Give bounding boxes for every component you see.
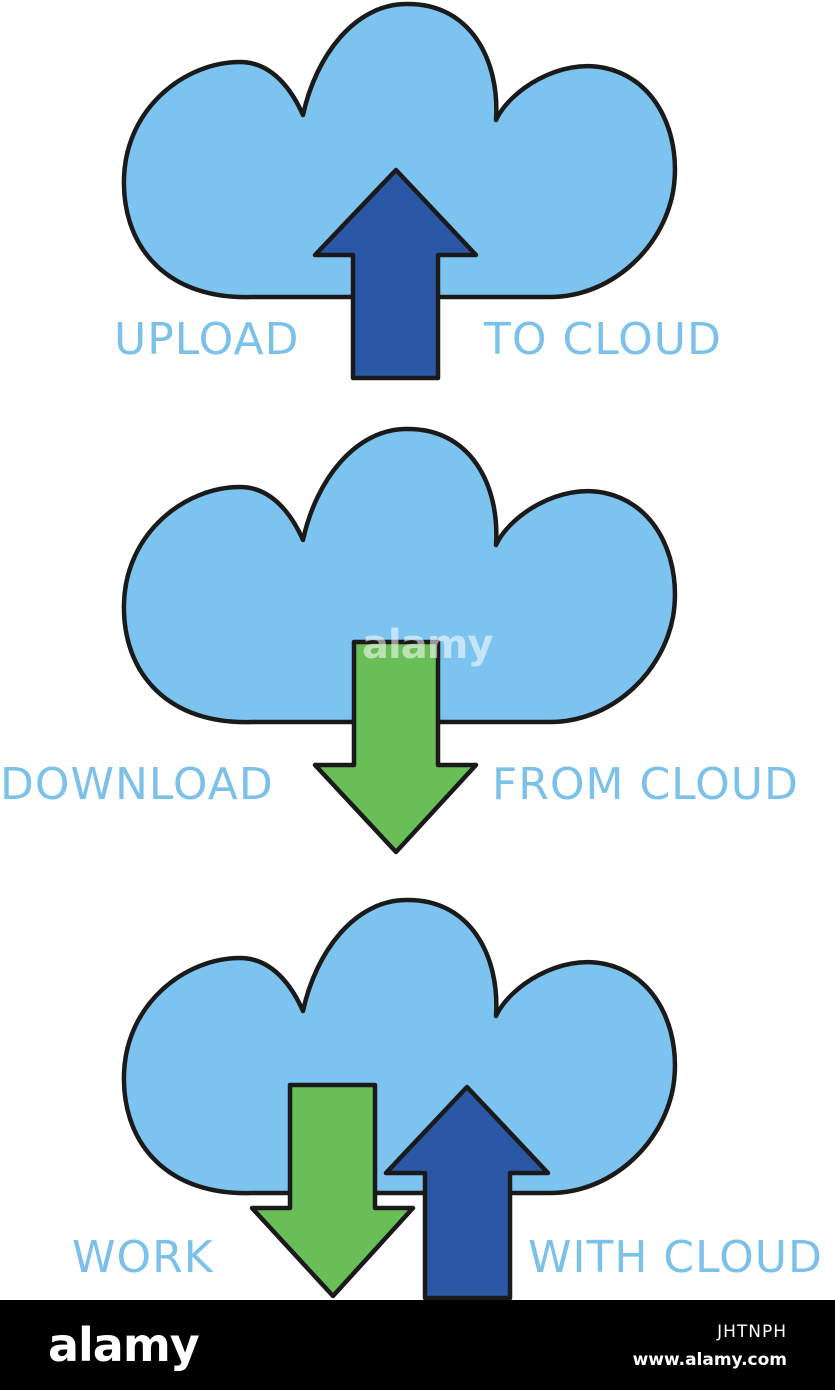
upload-panel: UPLOAD TO CLOUD — [0, 0, 835, 400]
download-left-label: DOWNLOAD — [0, 759, 274, 810]
cloud-shape — [121, 1, 678, 300]
cloud-sync-icon — [121, 897, 678, 1300]
download-arrow — [249, 1082, 416, 1299]
download-right-label: FROM CLOUD — [492, 759, 799, 810]
upload-arrow — [312, 167, 479, 381]
upload-left-label: UPLOAD — [114, 314, 300, 365]
cloud-shape — [121, 426, 678, 725]
site-url: www.alamy.com — [632, 1350, 787, 1370]
watermark: alamy — [362, 622, 493, 668]
cloud-shape — [121, 897, 678, 1196]
sync-panel: WORK WITH CLOUD — [72, 897, 823, 1300]
cloud-upload-icon — [121, 1, 678, 381]
image-code: JHTNPH — [717, 1322, 787, 1342]
brand-logo: alamy — [48, 1318, 200, 1372]
download-arrow — [312, 639, 479, 855]
download-panel: DOWNLOAD FROM CLOUD alamy — [0, 426, 799, 855]
stock-footer: alamy JHTNPH www.alamy.com — [0, 1300, 835, 1390]
upload-right-label: TO CLOUD — [484, 314, 722, 365]
upload-arrow — [383, 1084, 551, 1300]
cloud-download-icon — [121, 426, 678, 855]
sync-right-label: WITH CLOUD — [528, 1232, 823, 1283]
sync-left-label: WORK — [72, 1232, 214, 1283]
